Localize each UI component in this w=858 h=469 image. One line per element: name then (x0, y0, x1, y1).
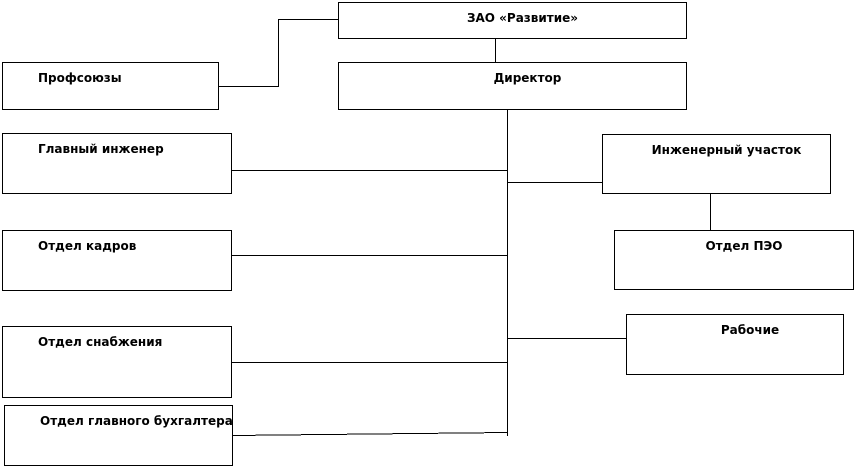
peo-department-box: Отдел ПЭО (614, 230, 854, 290)
unions-box: Профсоюзы (2, 62, 219, 110)
hr-department-label: Отдел кадров (38, 239, 137, 253)
director-box: Директор (338, 62, 687, 110)
engineering-site-label: Инженерный участок (651, 143, 802, 157)
chief-accountant-department-box: Отдел главного бухгалтера (4, 405, 233, 466)
chief-engineer-label: Главный инженер (38, 142, 164, 156)
workers-label: Рабочие (720, 323, 780, 337)
workers-box: Рабочие (626, 314, 844, 375)
unions-label: Профсоюзы (38, 71, 122, 85)
company-box: ЗАО «Развитие» (338, 2, 687, 39)
connector-accounting (232, 432, 508, 436)
supply-department-label: Отдел снабжения (38, 335, 163, 349)
supply-department-box: Отдел снабжения (2, 326, 232, 398)
chief-accountant-department-label: Отдел главного бухгалтера (40, 414, 233, 428)
company-label: ЗАО «Развитие» (466, 11, 579, 25)
connector-unions-company (219, 19, 338, 87)
peo-department-label: Отдел ПЭО (705, 239, 783, 253)
chief-engineer-box: Главный инженер (2, 133, 232, 194)
engineering-site-box: Инженерный участок (602, 134, 831, 194)
hr-department-box: Отдел кадров (2, 230, 232, 291)
director-label: Директор (493, 71, 562, 85)
